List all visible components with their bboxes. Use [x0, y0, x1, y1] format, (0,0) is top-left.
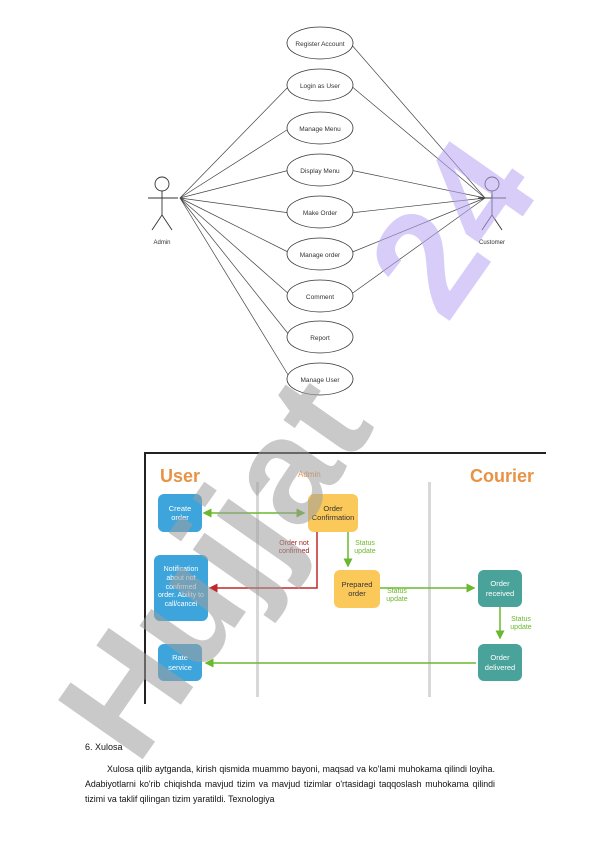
lane-title-user: User — [160, 466, 201, 486]
customer-actor-icon — [478, 176, 506, 231]
usecase-label: Make Order — [303, 210, 338, 217]
usecase-label: Manage order — [300, 252, 341, 259]
usecase-label: Manage Menu — [299, 126, 341, 133]
usecase-manage-order — [286, 237, 354, 271]
usecase-comment — [286, 279, 354, 313]
box-prepared-order: Prepared order — [334, 570, 380, 608]
usecase-manage-menu — [286, 111, 354, 145]
box-notification: Notification about not confirmed order. … — [154, 555, 208, 621]
lane-title-admin: Admin — [298, 470, 321, 479]
label-order-not-confirmed: Order not confirmed — [278, 540, 310, 556]
order-flow-diagram: User Admin Courier Create order Order Co… — [144, 452, 546, 704]
lane-divider — [256, 482, 259, 697]
use-case-diagram-svg: Register Account Login as User Manage Me… — [148, 26, 506, 396]
box-order-confirmation: Order Confirmation — [308, 494, 358, 532]
label-status-update: Status update — [386, 588, 408, 604]
admin-actor-label: Admin — [153, 240, 170, 246]
usecase-register-account — [286, 26, 354, 60]
admin-connectors — [179, 84, 291, 379]
admin-actor-icon — [148, 176, 178, 231]
usecase-label: Comment — [306, 294, 334, 301]
box-order-delivered: Order delivered — [478, 644, 522, 681]
lane-title-courier: Courier — [470, 466, 535, 486]
usecase-display-menu — [286, 153, 354, 187]
customer-connectors — [349, 42, 486, 296]
label-status-update: Status update — [354, 540, 376, 556]
flow-frame-left — [144, 452, 146, 704]
usecase-label: Register Account — [295, 41, 344, 48]
box-create-order: Create order — [158, 494, 202, 532]
usecase-label: Display Menu — [300, 168, 340, 175]
customer-actor-label: Customer — [479, 240, 505, 246]
section-paragraph: Xulosa qilib aytganda, kirish qismida mu… — [85, 764, 495, 804]
use-case-diagram: Register Account Login as User Manage Me… — [140, 20, 520, 400]
usecase-manage-user — [286, 362, 354, 396]
section-heading: 6. Xulosa — [85, 742, 123, 752]
flow-frame-top — [144, 452, 546, 454]
arrow-not-confirmed — [208, 532, 318, 593]
usecase-login-as-user — [286, 68, 354, 102]
usecase-make-order — [286, 195, 354, 229]
box-order-received: Order received — [478, 570, 522, 607]
usecase-label: Login as User — [300, 83, 341, 90]
flow-arrows — [202, 508, 505, 668]
usecase-report — [286, 320, 354, 354]
lane-divider — [428, 482, 431, 697]
usecase-label: Manage User — [300, 377, 340, 384]
box-rate-service: Rate service — [158, 644, 202, 681]
usecase-label: Report — [310, 335, 330, 342]
label-status-update: Status update — [510, 616, 532, 632]
